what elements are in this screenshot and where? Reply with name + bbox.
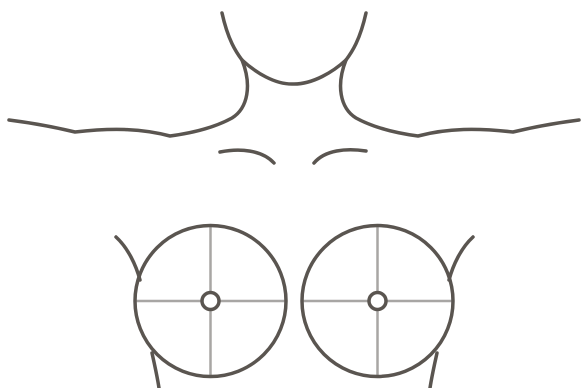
neck-left-outline [222,13,242,60]
clavicle-left-outline [220,150,274,163]
torso-left-side-outline [116,237,140,280]
breast-left-of-patient [302,225,453,377]
shoulder-left-outline [9,60,247,136]
clavicle-right-outline [314,150,366,163]
shoulder-right-outline [341,60,579,136]
torso-right-side-outline [449,237,473,280]
nipple-marker [202,293,219,310]
torso-right-lower-outline [430,353,437,388]
nipple-marker [369,293,386,310]
neck-right-outline [346,13,366,60]
breast-right-of-patient [135,225,286,377]
torso-left-lower-outline [152,353,159,388]
neck-base-outline [242,60,346,84]
